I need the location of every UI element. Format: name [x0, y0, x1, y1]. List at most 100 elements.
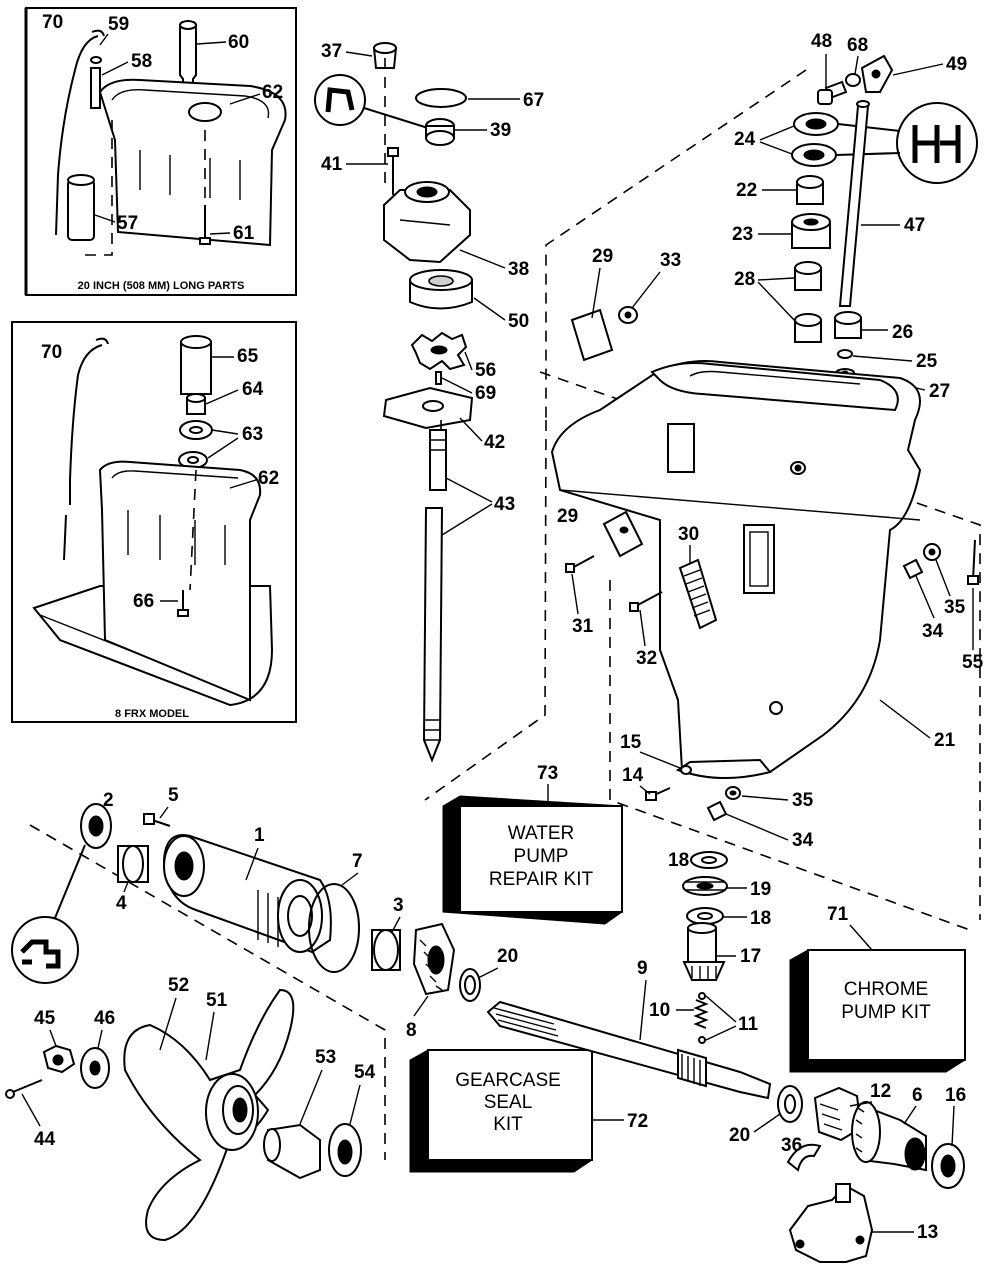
- inset-long-parts: 20 INCH (508 MM) LONG PARTS 70 59 58 60 …: [24, 7, 297, 296]
- callout-20-right: 20: [729, 1125, 750, 1146]
- callout-24: 24: [734, 129, 756, 150]
- callout-70-frx: 70: [41, 342, 62, 363]
- gearcase-housing: [550, 360, 922, 774]
- callout-2: 2: [103, 790, 114, 811]
- callout-69: 69: [475, 383, 496, 404]
- callout-22: 22: [736, 180, 757, 201]
- kit-seal-line3: KIT: [493, 1114, 523, 1135]
- inset-frx-caption: 8 FRX MODEL: [115, 708, 189, 720]
- water-pump-group: 37 67 39 41 38 50 56 69 42 43: [314, 41, 544, 763]
- callout-72: 72: [627, 1111, 648, 1132]
- callout-43: 43: [494, 494, 515, 515]
- callout-37: 37: [321, 41, 342, 62]
- callout-36: 36: [781, 1135, 802, 1156]
- callout-4: 4: [116, 893, 127, 914]
- propeller-group: 45 46 52 51 53 54 44: [5, 975, 376, 1242]
- callout-71: 71: [827, 904, 849, 925]
- callout-21: 21: [934, 730, 956, 751]
- callout-45: 45: [34, 1008, 56, 1029]
- exhaust-housing-frx: [98, 460, 262, 702]
- callout-46: 46: [94, 1008, 115, 1029]
- callout-26: 26: [892, 322, 913, 343]
- propeller-shaft-group: 18 19 18 17 9 10 11 12 6 16 20 36 13: [486, 850, 966, 1263]
- callout-44: 44: [34, 1129, 56, 1150]
- driveshaft-lower: [422, 507, 444, 763]
- callout-61: 61: [233, 223, 255, 244]
- callout-62-frx: 62: [258, 468, 279, 489]
- callout-29: 29: [592, 246, 613, 267]
- bearing-housing-group: 2 5 1 4 7 3 20 8: [11, 785, 518, 1160]
- detail-circle-seal: [314, 74, 366, 126]
- callout-29-lower: 29: [557, 506, 578, 527]
- callout-16: 16: [945, 1085, 966, 1106]
- callout-8: 8: [406, 1020, 417, 1041]
- callout-48: 48: [811, 31, 832, 52]
- kit-water-line1: WATER: [508, 823, 575, 844]
- callout-63: 63: [242, 424, 263, 445]
- kit-water-line3: REPAIR KIT: [489, 869, 594, 890]
- callout-20: 20: [497, 946, 518, 967]
- callout-6: 6: [912, 1085, 923, 1106]
- gearcase-housing-group: 29 33 29 30 31 32 34 35 55 21 15 14 35 3…: [424, 69, 984, 931]
- callout-53: 53: [315, 1047, 336, 1068]
- callout-57: 57: [117, 213, 138, 234]
- kit-chrome-line2: PUMP KIT: [841, 1002, 931, 1023]
- chrome-pump-kit: CHROME PUMP KIT 71: [789, 904, 966, 1073]
- callout-35-lower: 35: [792, 790, 814, 811]
- callout-33: 33: [660, 250, 681, 271]
- callout-65: 65: [237, 346, 259, 367]
- callout-1: 1: [254, 825, 265, 846]
- kit-seal-line2: SEAL: [484, 1092, 533, 1113]
- callout-12: 12: [870, 1081, 891, 1102]
- callout-35: 35: [944, 597, 966, 618]
- callout-56: 56: [475, 360, 496, 381]
- callout-59: 59: [108, 14, 129, 35]
- callout-34: 34: [922, 621, 944, 642]
- callout-52: 52: [168, 975, 189, 996]
- shift-rod: [838, 105, 870, 307]
- callout-3: 3: [393, 895, 404, 916]
- callout-67: 67: [523, 90, 544, 111]
- kit-seal-line1: GEARCASE: [455, 1070, 561, 1091]
- callout-9: 9: [637, 958, 648, 979]
- callout-30: 30: [678, 524, 699, 545]
- callout-5: 5: [168, 785, 179, 806]
- callout-62: 62: [262, 82, 283, 103]
- callout-38: 38: [508, 259, 529, 280]
- callout-32: 32: [636, 648, 657, 669]
- callout-18-lower: 18: [750, 908, 771, 929]
- anode-upper: [570, 308, 614, 362]
- shift-rod-group: 48 68 49 24 22 47 23 28 26 25 27: [732, 31, 978, 402]
- callout-54: 54: [354, 1062, 376, 1083]
- callout-27: 27: [929, 381, 950, 402]
- callout-10: 10: [649, 1000, 670, 1021]
- callout-25: 25: [916, 351, 938, 372]
- callout-14: 14: [622, 765, 644, 786]
- callout-42: 42: [484, 432, 505, 453]
- exhaust-housing-long: [98, 78, 287, 247]
- callout-31: 31: [572, 616, 594, 637]
- callout-17: 17: [740, 946, 761, 967]
- water-tube-long: [55, 35, 99, 236]
- water-pump-repair-kit: WATER PUMP REPAIR KIT 73: [442, 763, 623, 925]
- callout-68: 68: [847, 35, 868, 56]
- callout-11: 11: [738, 1014, 759, 1035]
- callout-73: 73: [537, 763, 558, 784]
- callout-13: 13: [917, 1222, 938, 1243]
- anode-lower: [602, 510, 644, 558]
- gearcase-seal-kit: GEARCASE SEAL KIT 72: [409, 1049, 648, 1173]
- driveshaft-upper: [429, 429, 447, 491]
- callout-18: 18: [668, 850, 689, 871]
- callout-47: 47: [904, 215, 925, 236]
- callout-64: 64: [242, 379, 264, 400]
- callout-70: 70: [42, 12, 63, 33]
- callout-50: 50: [508, 311, 529, 332]
- callout-41: 41: [321, 154, 343, 175]
- callout-58: 58: [131, 51, 152, 72]
- callout-39: 39: [490, 120, 511, 141]
- callout-19: 19: [750, 879, 771, 900]
- callout-60: 60: [228, 32, 249, 53]
- callout-7: 7: [352, 851, 363, 872]
- callout-49: 49: [946, 54, 967, 75]
- inset-long-parts-caption: 20 INCH (508 MM) LONG PARTS: [78, 280, 245, 292]
